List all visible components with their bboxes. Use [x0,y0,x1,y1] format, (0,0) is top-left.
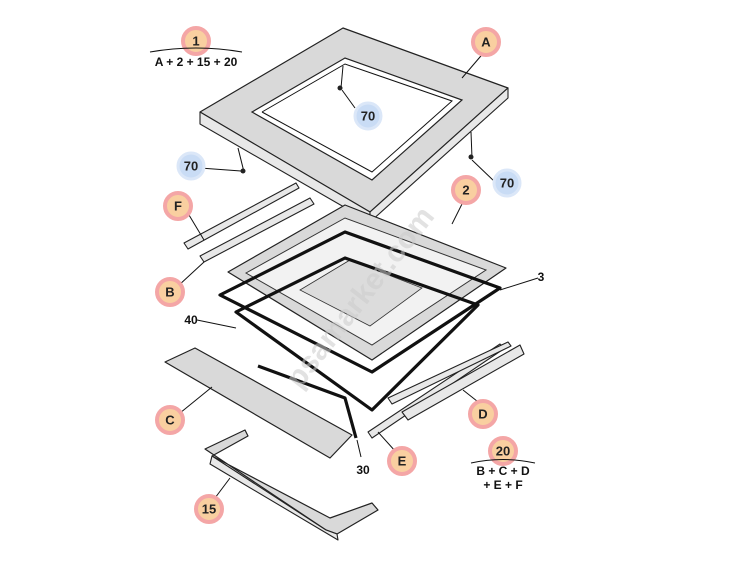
formula-20: B + C + D + E + F [470,459,536,492]
callout-70-right: 70 [492,168,522,198]
callout-2: 2 [451,175,481,205]
rear-frame-part-15 [204,429,379,541]
seal-part-3 [218,230,502,374]
svg-text:70: 70 [184,159,198,174]
svg-text:E: E [398,454,407,469]
formula-1: A + 2 + 15 + 20 [149,47,243,69]
svg-text:C: C [165,413,175,428]
formula-1-text: A + 2 + 15 + 20 [155,55,238,69]
callout-70-top: 70 [353,101,383,131]
callout-70-left: 70 [176,151,206,181]
label-40: 40 [184,313,198,327]
svg-text:70: 70 [361,109,375,124]
strip-part-e-lower [387,341,512,405]
strip-part-b [199,197,315,263]
strip-part-f [183,182,300,250]
callout-c: C [155,405,185,435]
formula-20-line1: B + C + D [476,464,530,478]
svg-text:1: 1 [192,34,199,49]
label-30: 30 [356,463,370,477]
shade-part-c [164,347,353,459]
svg-text:20: 20 [496,444,510,459]
svg-text:B: B [165,285,174,300]
callout-15: 15 [194,494,224,524]
svg-text:D: D [478,407,487,422]
seal-part-40 [234,256,480,412]
svg-text:F: F [174,199,182,214]
glass-panel-part-2 [227,204,507,361]
formula-20-line2: + E + F [483,478,522,492]
svg-text:A: A [481,35,491,50]
callout-e: E [387,446,417,476]
svg-text:2: 2 [462,183,469,198]
callout-b: B [155,277,185,307]
callout-a: A [471,27,501,57]
callout-20: 20 [488,436,518,466]
callout-1: 1 [181,26,211,56]
seal-part-30 [257,364,358,439]
callout-f: F [163,191,193,221]
svg-text:70: 70 [500,176,514,191]
callout-d: D [468,399,498,429]
deflector-part-d [401,344,525,421]
label-3: 3 [538,270,545,284]
svg-text:15: 15 [202,502,216,517]
